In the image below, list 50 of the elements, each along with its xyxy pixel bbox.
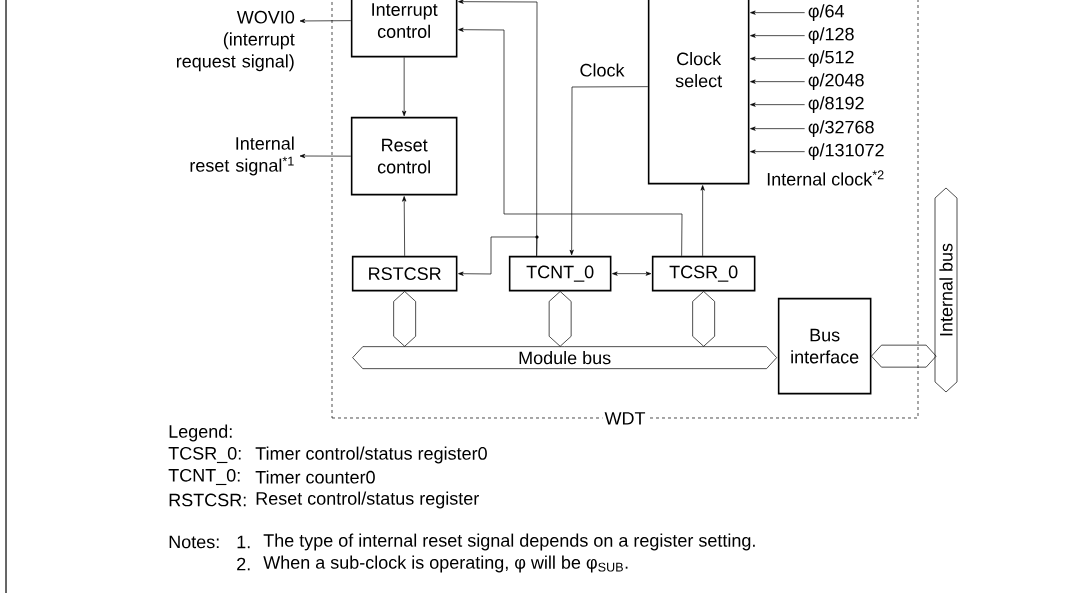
arrow	[750, 126, 805, 131]
bus-arrow	[871, 344, 937, 368]
register-box: RSTCSR	[351, 255, 458, 292]
legend-text: TCSR_0:	[168, 446, 241, 464]
bus-arrow	[692, 291, 715, 347]
signal-label: φ/512	[808, 50, 854, 68]
signal-label: φ/128	[808, 27, 854, 45]
legend-text: TCNT_0:	[168, 468, 240, 486]
signal-label: φ/2048	[808, 73, 864, 91]
process-box: Bus interface	[777, 297, 872, 395]
register-box: TCNT_0	[508, 255, 612, 292]
legend-text: Timer control/status register0	[255, 446, 487, 464]
arrow	[750, 10, 805, 15]
register-box: TCSR_0	[651, 255, 756, 292]
arrow	[750, 33, 805, 38]
process-box: Clock select	[647, 0, 750, 185]
legend-text: RSTCSR:	[169, 493, 246, 507]
legend-text: Reset control/status register	[256, 491, 479, 509]
arrow	[299, 18, 352, 24]
arrow	[750, 79, 805, 84]
arrow	[458, 27, 683, 257]
process-box: Reset control	[350, 116, 458, 196]
signal-label: φ/32768	[808, 120, 874, 138]
notes-heading: Notes:	[169, 535, 219, 549]
note-text: When a sub-clock is operating, φ will be φ$_{SUB}$.	[263, 555, 628, 573]
signal-label: φ/131072	[808, 143, 884, 161]
arrow	[458, 235, 539, 276]
signal-label: Internal reset signal$^{*1}$	[190, 136, 294, 176]
bus-arrow	[393, 291, 416, 347]
arrow	[402, 196, 407, 257]
note-text: The type of internal reset signal depends on a register setting.	[263, 533, 755, 551]
arrow	[750, 149, 805, 154]
bus-arrow	[548, 291, 572, 347]
note-number: 2.	[237, 557, 250, 571]
arrow	[700, 185, 705, 257]
signal-label: WOVI0 (interrupt request signal)	[176, 10, 295, 72]
arrow	[402, 57, 407, 117]
signal-label: φ/64	[808, 4, 844, 22]
arrow	[750, 102, 805, 107]
arrow	[569, 86, 649, 256]
signal-label: φ/8192	[808, 96, 864, 114]
arrow	[299, 153, 352, 159]
arrow	[750, 56, 805, 61]
legend-text: Timer counter0	[255, 470, 375, 484]
legend-heading: Legend:	[169, 424, 232, 442]
arrow	[612, 271, 652, 276]
process-box: Interrupt control	[350, 0, 458, 58]
note-number: 1.	[237, 535, 250, 549]
signal-label: Internal clock$^{*2}$	[767, 170, 884, 186]
edge-label: Clock	[578, 62, 626, 78]
